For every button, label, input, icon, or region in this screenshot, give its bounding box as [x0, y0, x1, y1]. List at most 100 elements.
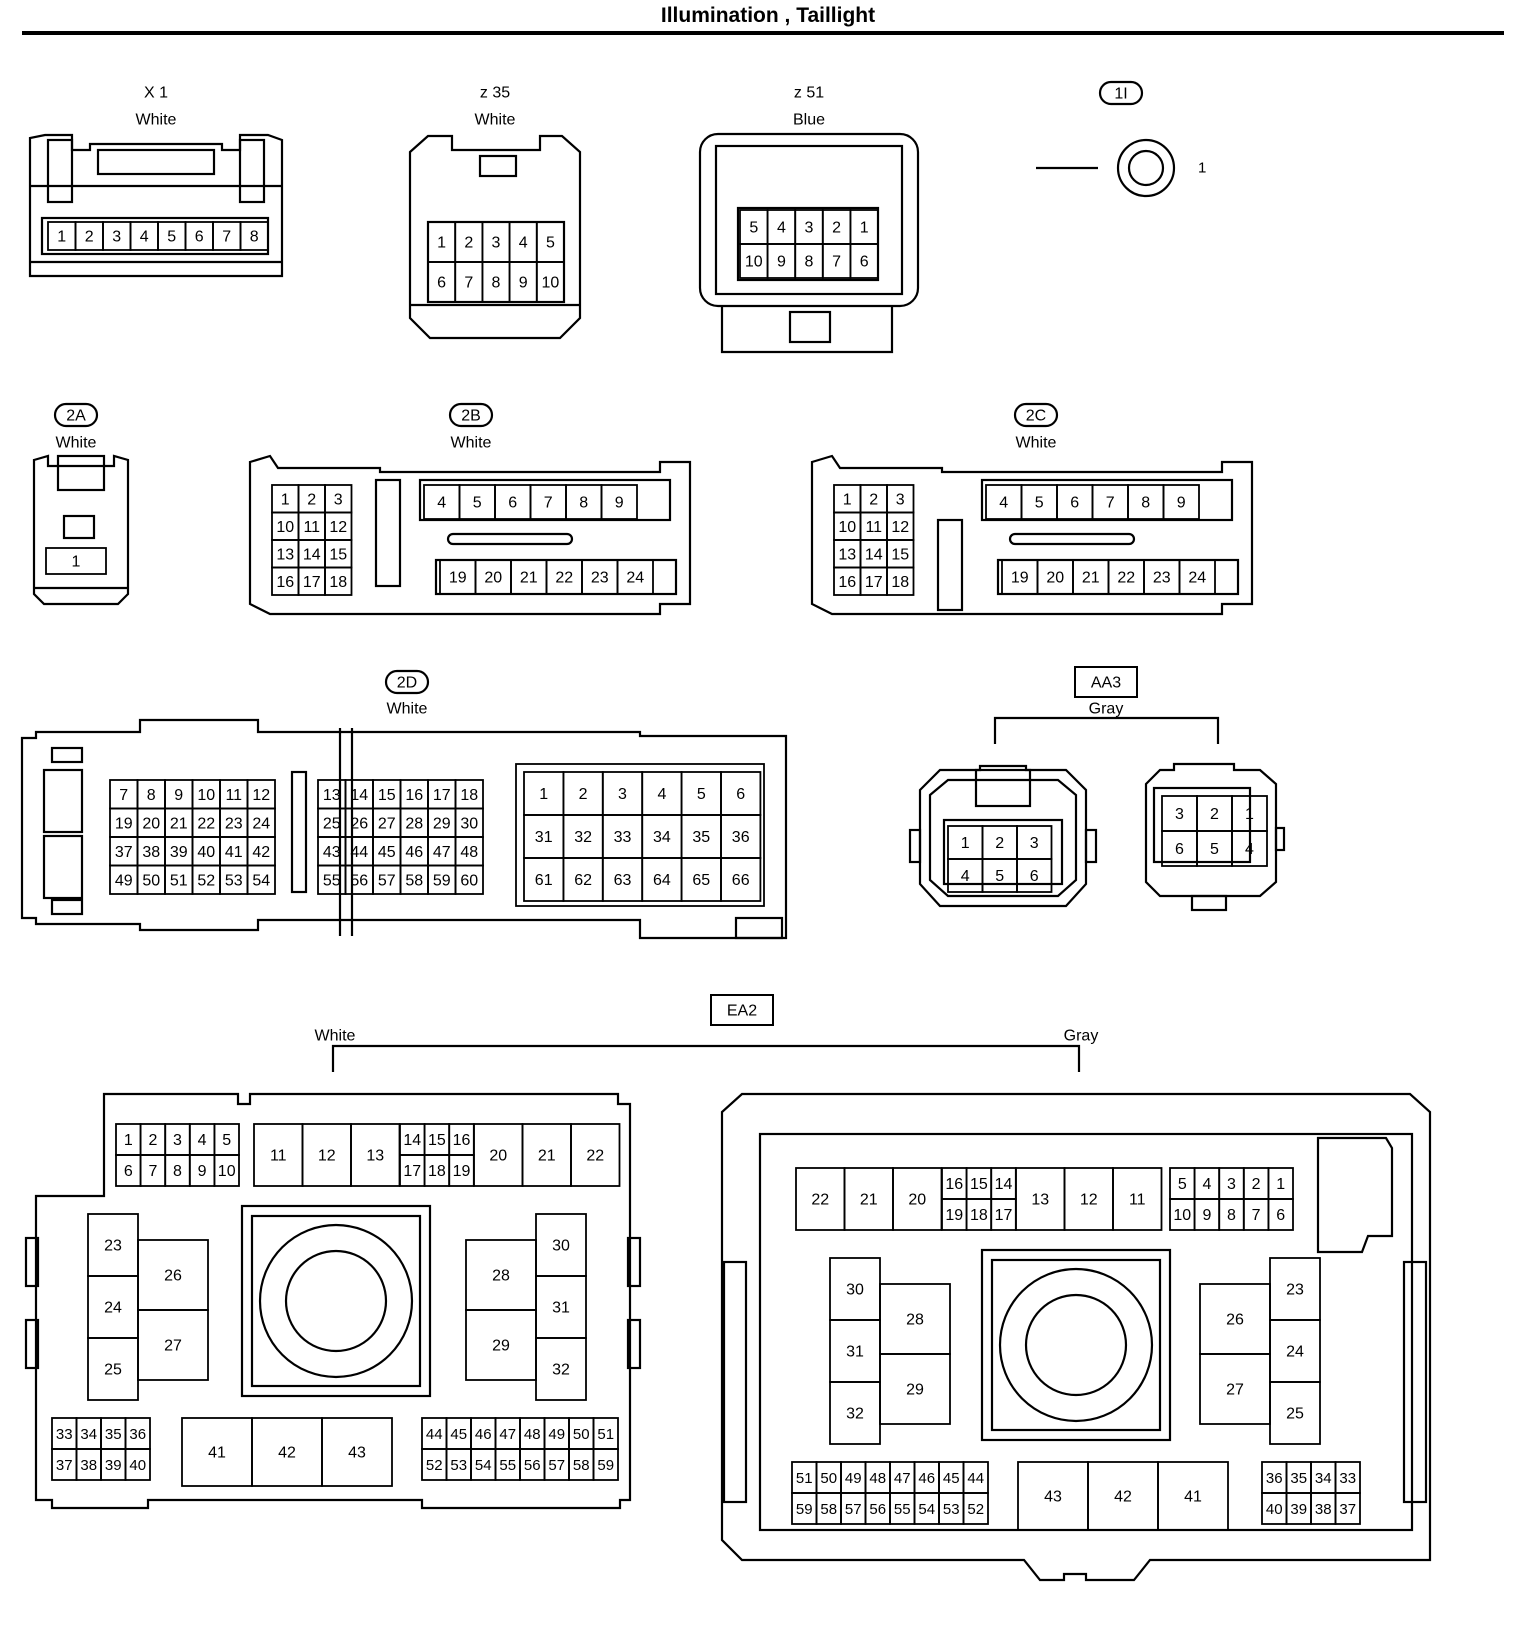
connector-ea2-left-pin-number: 7: [148, 1163, 157, 1180]
connector-2d-pin-number: 2: [579, 786, 588, 803]
connector-2d-pin-number: 64: [653, 872, 671, 889]
connector-ea2-left-pin-number: 31: [552, 1300, 570, 1317]
connector-2d-pin-number: 7: [119, 787, 128, 804]
connector-z51-pin-number: 6: [860, 254, 869, 271]
connector-ea2-left-pin-number: 48: [524, 1426, 541, 1443]
connector-ea2-right-pin-cell: [1157, 1461, 1229, 1531]
connector-x1-pin-number: 7: [222, 229, 231, 246]
connector-ea2-left-pin-number: 35: [105, 1426, 122, 1443]
connector-2b-pin-number: 13: [276, 546, 294, 563]
connector-2c-pin-number: 10: [838, 519, 856, 536]
connector-ea2-right-pin-number: 40: [1266, 1501, 1283, 1518]
connector-2d-pin-number: 23: [225, 815, 243, 832]
connector-z51-pin-number: 10: [745, 254, 763, 271]
connector-aa3-left-pin-number: 5: [995, 868, 1004, 885]
connector-aa3-left-pin-number: 3: [1030, 835, 1039, 852]
connector-ea2-right-pin-number: 17: [995, 1207, 1013, 1224]
connector-ea2-left-pin-number: 50: [573, 1426, 590, 1443]
connector-2d-pin-number: 18: [460, 787, 478, 804]
connector-z35-pin-number: 2: [464, 235, 473, 252]
connector-x1-code: X 1: [144, 85, 168, 102]
connector-ea2-right-body: [720, 1092, 1432, 1582]
connector-z35-pin-number: 9: [519, 275, 528, 292]
aa3-bracket: [993, 716, 1220, 744]
connector-2c-pin-number: 17: [865, 574, 883, 591]
connector-ea2-right-pin-number: 34: [1315, 1470, 1332, 1487]
connector-ea2-right-pin-number: 46: [918, 1470, 935, 1487]
connector-ea2-left-pin-number: 41: [208, 1445, 226, 1462]
connector-2d-pin-number: 44: [350, 844, 368, 861]
connector-2a-code: 2A: [66, 408, 86, 425]
connector-ea2-left-pin-number: 5: [222, 1132, 231, 1149]
connector-aa3-right-body: [1144, 762, 1286, 912]
connector-2c-body: [810, 454, 1254, 616]
connector-ea2-left-pin-number: 56: [524, 1457, 541, 1474]
connector-ea2-left-body: [24, 1092, 642, 1510]
connector-2d-pin-number: 62: [574, 872, 592, 889]
connector-2d-pin-number: 55: [323, 872, 341, 889]
connector-aa3-code: AA3: [1091, 675, 1121, 692]
connector-ea2-left-pin-number: 42: [278, 1445, 296, 1462]
connector-ea2-left-pin-number: 43: [348, 1445, 366, 1462]
connector-aa3-right-pin-number: 5: [1210, 841, 1219, 858]
connector-2a-body: [32, 454, 130, 606]
connector-ea2-left-pin-number: 49: [548, 1426, 565, 1443]
connector-2d-pin-number: 8: [147, 787, 156, 804]
connector-ea2-right-pin-number: 43: [1044, 1489, 1062, 1506]
connector-2c-pin-number: 13: [838, 546, 856, 563]
connector-ea2-right-pin-number: 24: [1286, 1344, 1304, 1361]
connector-ea2-left-pin-number: 52: [426, 1457, 443, 1474]
connector-2d-pin-number: 22: [197, 815, 215, 832]
connector-2d-code: 2D: [397, 675, 417, 692]
connector-2c-pin-cell: [1178, 559, 1216, 595]
connector-ea2-left-pin-number: 44: [426, 1426, 443, 1443]
connector-ea2-right-pin-number: 23: [1286, 1282, 1304, 1299]
connector-2d-pin-number: 26: [350, 815, 368, 832]
connector-ea2-left-pin-number: 23: [104, 1238, 122, 1255]
connector-ea2-left-pin-number: 58: [573, 1457, 590, 1474]
connector-ea2-left-pin-number: 32: [552, 1362, 570, 1379]
connector-2d-pin-number: 63: [614, 872, 632, 889]
connector-ea2-left-pin-cell: [535, 1337, 587, 1401]
connector-aa3-left-pin-number: 6: [1030, 868, 1039, 885]
connector-ea2-left-pin-number: 12: [318, 1148, 336, 1165]
connector-z35-pin-number: 7: [464, 275, 473, 292]
connector-z35-pin-number: 3: [492, 235, 501, 252]
connector-2d-body: [20, 718, 788, 940]
connector-2d-pin-number: 38: [142, 844, 160, 861]
connector-2d-pin-number: 48: [460, 844, 478, 861]
connector-2d-pin-number: 61: [535, 872, 553, 889]
connector-ea2-left-pin-number: 11: [270, 1148, 287, 1165]
connector-ea2-right-pin-number: 35: [1290, 1470, 1307, 1487]
connector-ea2-left-pin-number: 17: [403, 1163, 421, 1180]
connector-ea2-left-pin-number: 14: [403, 1132, 421, 1149]
connector-2d-pin-number: 4: [657, 786, 666, 803]
connector-ea2-right-pin-number: 44: [967, 1470, 984, 1487]
connector-2d-pin-number: 57: [378, 872, 396, 889]
connector-ea2-right-color: Gray: [1064, 1028, 1099, 1045]
connector-2b-body: [248, 454, 692, 616]
connector-ea2-left-pin-number: 20: [489, 1148, 507, 1165]
connector-2c-pin-number: 19: [1011, 570, 1029, 587]
connector-2d-pin-number: 52: [197, 872, 215, 889]
connector-ea2-left-pin-cell: [137, 1309, 209, 1381]
connector-ea2-left-pin-number: 1: [124, 1132, 133, 1149]
connector-2d-pin-number: 56: [350, 872, 368, 889]
connector-ea2-right-pin-number: 50: [820, 1470, 837, 1487]
connector-2d-pin-number: 31: [535, 829, 553, 846]
connector-z51-pin-number: 2: [832, 220, 841, 237]
connector-2d-pin-number: 40: [197, 844, 215, 861]
connector-ea2-right-pin-number: 15: [970, 1176, 988, 1193]
connector-2d-color: White: [387, 701, 428, 718]
connector-2d-pin-number: 34: [653, 829, 671, 846]
connector-ea2-right-pin-number: 7: [1252, 1207, 1261, 1224]
connector-2c-pin-number: 18: [891, 574, 909, 591]
connector-ea2-left-pin-number: 2: [148, 1132, 157, 1149]
connector-ea2-right-pin-number: 47: [894, 1470, 911, 1487]
connector-2b-code: 2B: [461, 408, 481, 425]
connector-ea2-left-pin-number: 27: [164, 1338, 182, 1355]
connector-2d-pin-number: 65: [692, 872, 710, 889]
connector-2d-pin-number: 37: [115, 844, 133, 861]
connector-2b-pin-number: 21: [520, 570, 538, 587]
connector-2d-pin-number: 54: [252, 872, 270, 889]
